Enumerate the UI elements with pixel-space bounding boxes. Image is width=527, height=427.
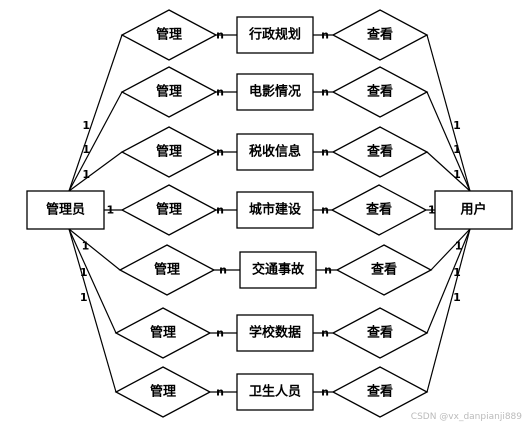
entity-box — [236, 16, 314, 54]
view-relationship-diamond — [331, 307, 429, 359]
cardinality-entity-right: n — [321, 86, 329, 99]
manage-relationship-diamond — [118, 244, 216, 296]
cardinality-entity-left: n — [216, 204, 224, 217]
line-admin-manage — [68, 91, 123, 192]
cardinality-admin-side: 1 — [106, 204, 114, 217]
cardinality-entity-left: n — [216, 386, 224, 399]
entity-box — [236, 191, 314, 229]
entity-box — [236, 133, 314, 171]
cardinality-labels: 1 n n 1 1 n n 1 1 n n 1 1 n n 1 1 n n 1 1 n n 1 1 n n 1 — [80, 29, 463, 399]
entity-label: 税收信息 — [249, 144, 301, 160]
cardinality-admin-side: 1 — [80, 291, 88, 304]
entity-label: 卫生人员 — [249, 384, 301, 400]
entity-label: 交通事故 — [252, 262, 305, 278]
entity-label: 电影情况 — [249, 84, 301, 100]
entity-box — [239, 251, 317, 289]
view-relationship-diamond — [331, 126, 429, 178]
entity-box — [236, 314, 314, 352]
line-view-user — [426, 228, 471, 393]
manage-relationship-label: 管理 — [156, 84, 182, 100]
cardinality-entity-left: n — [216, 327, 224, 340]
view-relationship-diamond — [330, 184, 428, 236]
watermark: CSDN @vx_danpianji889 — [411, 412, 522, 422]
cardinality-user-side: 1 — [453, 291, 461, 304]
cardinality-user-side: 1 — [453, 143, 461, 156]
cardinality-user-side: 1 — [453, 266, 461, 279]
cardinality-entity-left: n — [216, 146, 224, 159]
cardinality-user-side: 1 — [455, 240, 463, 253]
cardinality-admin-side: 1 — [80, 266, 88, 279]
line-admin-manage — [68, 228, 117, 393]
cardinality-entity-right: n — [321, 146, 329, 159]
manage-relationship-label: 管理 — [156, 27, 182, 43]
line-admin-manage — [68, 34, 123, 192]
cardinality-entity-right: n — [321, 29, 329, 42]
view-relationship-label: 查看 — [366, 325, 393, 341]
cardinality-entity-left: n — [216, 86, 224, 99]
entity-label: 城市建设 — [249, 202, 302, 218]
line-view-user — [426, 228, 471, 334]
view-relationship-label: 查看 — [370, 262, 397, 278]
cardinality-admin-side: 1 — [82, 119, 90, 132]
manage-relationship-diamond — [120, 184, 218, 236]
cardinality-entity-right: n — [321, 327, 329, 340]
cardinality-user-side: 1 — [453, 119, 461, 132]
view-relationship-diamond — [331, 366, 429, 418]
entity-label: 行政规划 — [248, 27, 301, 43]
view-relationship-diamond — [331, 9, 429, 61]
line-admin-manage — [68, 151, 123, 192]
line-view-user — [430, 228, 471, 271]
entity-label: 学校数据 — [249, 325, 301, 341]
manage-relationship-diamond — [114, 307, 212, 359]
cardinality-user-side: 1 — [428, 204, 436, 217]
view-relationship-label: 查看 — [365, 202, 392, 218]
manage-relationship-label: 管理 — [156, 144, 182, 160]
cardinality-entity-left: n — [216, 29, 224, 42]
user-entity-label: 用户 — [459, 202, 486, 218]
view-relationship-label: 查看 — [366, 144, 393, 160]
cardinality-admin-side: 1 — [82, 143, 90, 156]
manage-relationship-label: 管理 — [156, 202, 182, 218]
cardinality-entity-left: n — [219, 264, 227, 277]
diagram-nodes: 管理员 用户 管理行政规划查看管理电影情况查看管理税收信息查看管理城市建设查看管… — [26, 9, 513, 418]
line-view-user — [426, 91, 471, 192]
manage-relationship-diamond — [114, 366, 212, 418]
admin-entity-box — [26, 190, 105, 230]
cardinality-entity-right: n — [321, 386, 329, 399]
cardinality-entity-right: n — [324, 264, 332, 277]
user-entity-box — [434, 190, 513, 230]
view-relationship-label: 查看 — [366, 84, 393, 100]
line-admin-manage — [68, 228, 117, 334]
line-view-user — [426, 34, 471, 192]
line-view-user — [426, 151, 471, 192]
relationship-lines — [68, 34, 471, 393]
view-relationship-diamond — [335, 244, 433, 296]
cardinality-user-side: 1 — [453, 168, 461, 181]
entity-box — [236, 73, 314, 111]
manage-relationship-diamond — [120, 9, 218, 61]
cardinality-entity-right: n — [321, 204, 329, 217]
manage-relationship-label: 管理 — [154, 262, 180, 278]
manage-relationship-label: 管理 — [150, 325, 176, 341]
cardinality-admin-side: 1 — [82, 240, 90, 253]
manage-relationship-diamond — [120, 66, 218, 118]
line-admin-manage — [68, 228, 121, 271]
manage-relationship-label: 管理 — [150, 384, 176, 400]
admin-entity-label: 管理员 — [46, 202, 85, 218]
entity-box — [236, 373, 314, 411]
view-relationship-label: 查看 — [366, 27, 393, 43]
cardinality-admin-side: 1 — [82, 168, 90, 181]
manage-relationship-diamond — [120, 126, 218, 178]
view-relationship-diamond — [331, 66, 429, 118]
view-relationship-label: 查看 — [366, 384, 393, 400]
